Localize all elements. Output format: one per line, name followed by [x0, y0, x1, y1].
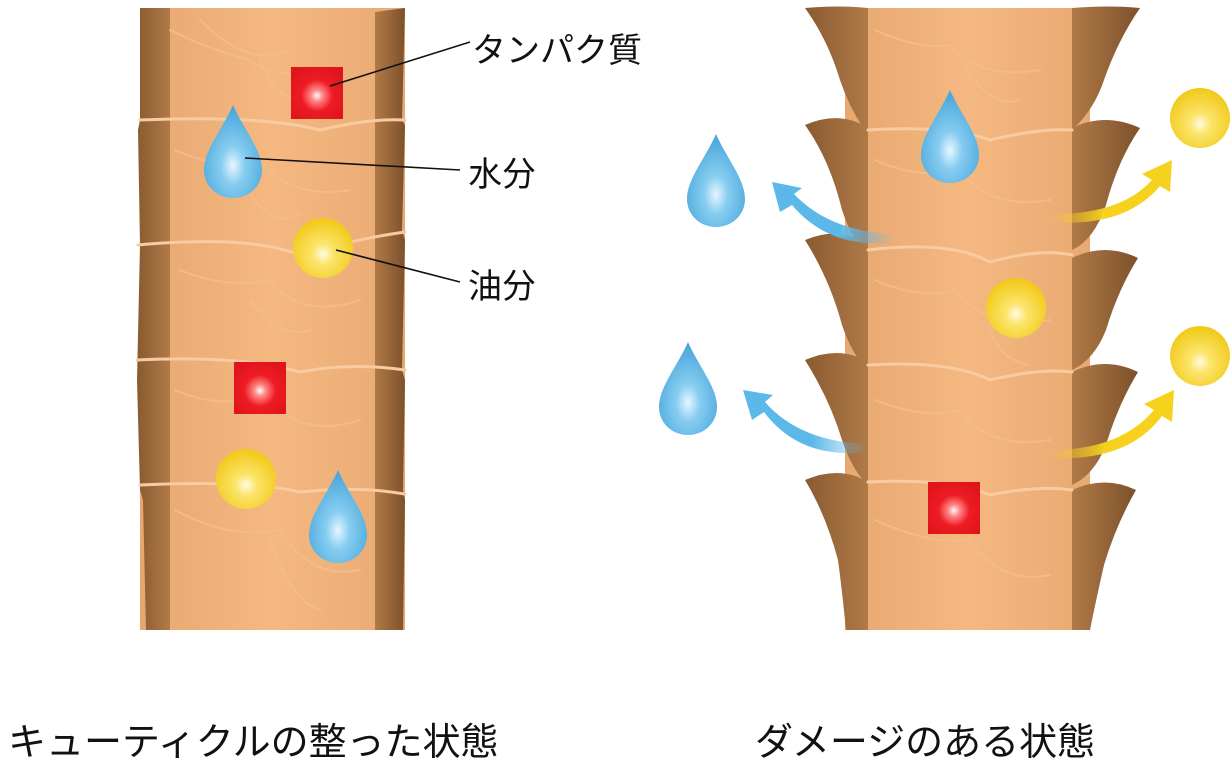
oil-label: 油分: [468, 267, 536, 307]
damaged-hair-strand: [805, 6, 1140, 630]
water-drop-icon: [204, 105, 262, 198]
oil-droplet-icon: [293, 218, 353, 278]
curved-arrow-icon: [743, 390, 868, 454]
protein-label: タンパク質: [472, 31, 642, 71]
escaping-oil: [1050, 88, 1230, 459]
oil-droplet-icon: [986, 278, 1046, 338]
leader-lines: [244, 41, 471, 283]
protein-icon: [234, 362, 286, 414]
water-drop-icon: [309, 470, 367, 563]
water-drop-icon: [659, 342, 717, 435]
protein-icon: [291, 67, 343, 119]
curved-arrow-icon: [772, 182, 895, 244]
oil-droplet-icon: [1170, 326, 1230, 386]
protein-icon: [928, 482, 980, 534]
damaged-caption: ダメージのある状態: [755, 720, 1095, 764]
curved-arrow-icon: [1050, 390, 1174, 459]
water-drop-icon: [921, 90, 979, 183]
oil-droplet-icon: [216, 449, 276, 509]
escaping-moisture: [659, 134, 895, 454]
healthy-caption: キューティクルの整った状態: [8, 720, 499, 764]
healthy-hair-strand: [135, 8, 407, 630]
water-drop-icon: [687, 134, 745, 227]
moisture-label: 水分: [468, 155, 536, 195]
oil-droplet-icon: [1170, 88, 1230, 148]
curved-arrow-icon: [1050, 160, 1172, 223]
